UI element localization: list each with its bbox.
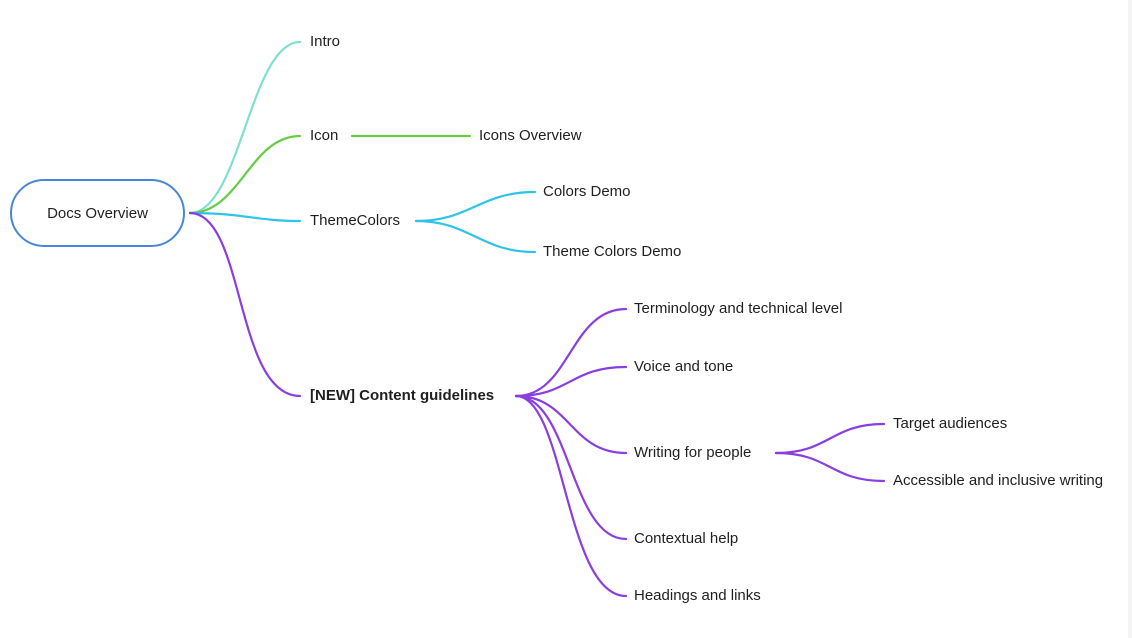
- node-terminology[interactable]: Terminology and technical level: [634, 300, 843, 317]
- edge-writing-accessible: [774, 451, 886, 483]
- node-themecolors[interactable]: ThemeColors: [310, 212, 401, 229]
- node-accessible-writing[interactable]: Accessible and inclusive writing: [893, 472, 1104, 489]
- edge-themecolors-theme-colors-demo: [414, 219, 537, 254]
- edge-themecolors-colors-demo: [414, 190, 537, 223]
- edge-writing-target-audiences: [774, 422, 886, 455]
- edge-content-voice-tone: [514, 365, 628, 398]
- right-edge-strip: [1128, 0, 1132, 638]
- node-contextual-help[interactable]: Contextual help: [634, 530, 739, 547]
- edge-content-contextual-help: [514, 394, 628, 541]
- node-intro[interactable]: Intro: [310, 33, 341, 50]
- edge-root-icon: [188, 134, 302, 215]
- node-writing-for-people[interactable]: Writing for people: [634, 444, 752, 461]
- edge-root-themecolors: [188, 211, 302, 223]
- root-node-docs-overview[interactable]: Docs Overview: [10, 179, 185, 247]
- edge-root-content-guidelines: [188, 211, 302, 398]
- edge-content-headings-links: [514, 394, 628, 598]
- root-node-label: Docs Overview: [47, 204, 148, 222]
- node-content-guidelines[interactable]: [NEW] Content guidelines: [310, 387, 495, 404]
- node-voice-and-tone[interactable]: Voice and tone: [634, 358, 734, 375]
- edge-root-intro: [188, 40, 302, 215]
- node-headings-and-links[interactable]: Headings and links: [634, 587, 761, 604]
- node-icon[interactable]: Icon: [310, 127, 339, 144]
- edge-content-writing-for-people: [514, 394, 628, 455]
- node-theme-colors-demo[interactable]: Theme Colors Demo: [543, 243, 682, 260]
- node-colors-demo[interactable]: Colors Demo: [543, 183, 631, 200]
- edge-content-terminology: [514, 307, 628, 398]
- node-target-audiences[interactable]: Target audiences: [893, 415, 1008, 432]
- node-icons-overview[interactable]: Icons Overview: [479, 127, 582, 144]
